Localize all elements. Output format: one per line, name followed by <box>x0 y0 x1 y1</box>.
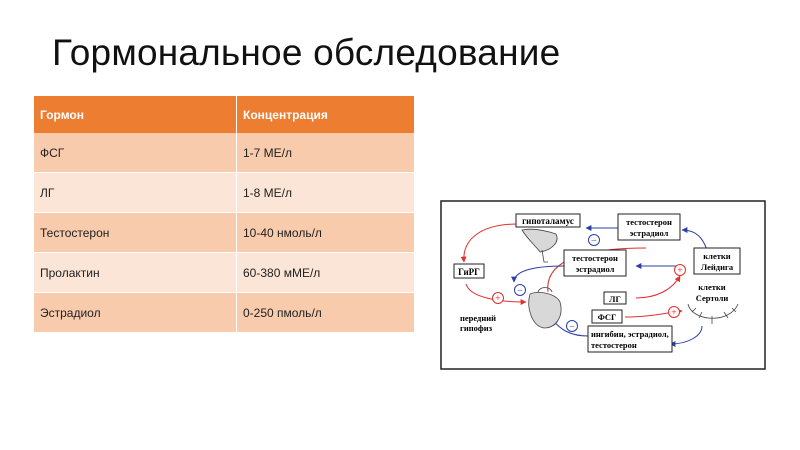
column-header-hormone: Гормон <box>34 96 237 133</box>
svg-text:+: + <box>677 266 683 277</box>
hormone-concentration: 60-380 мМЕ/л <box>236 252 414 293</box>
red-arrow-lh-to-leydig <box>635 275 681 299</box>
blue-arc-mid-to-pituitary <box>511 265 565 283</box>
minus-sign-mid: − <box>514 284 526 297</box>
leydig-line2: Лейдига <box>701 262 734 272</box>
hypothalamus-shape <box>521 228 558 253</box>
bottom-feedback-box <box>587 325 673 353</box>
hormone-concentration: 0-250 пмоль/л <box>236 292 414 332</box>
mid-feedback-box <box>563 249 627 277</box>
gnrh-box <box>453 263 485 279</box>
sertoli-cell-shape <box>687 303 739 319</box>
leydig-box <box>693 247 741 275</box>
sertoli-line1: клетки <box>698 282 726 292</box>
pituitary-top <box>537 287 553 293</box>
blue-arrow-sertoli-feedback <box>669 325 703 347</box>
hormone-table: Гормон Концентрация ФСГ 1-7 МЕ/л ЛГ 1-8 … <box>34 96 414 332</box>
bottom-box-line1: ингибин, эстрадиол, <box>591 329 669 339</box>
svg-text:+: + <box>671 308 677 319</box>
svg-text:−: − <box>569 322 575 333</box>
sertoli-line2: Сертоли <box>696 293 729 303</box>
plus-sign-gnrh: + <box>492 292 504 305</box>
hormone-concentration: 1-7 МЕ/л <box>236 133 414 173</box>
hormone-name: ФСГ <box>34 133 237 173</box>
lh-box <box>603 291 627 305</box>
top-box-line1: тестостерон <box>626 217 672 227</box>
table-header-row: Гормон Концентрация <box>34 96 414 133</box>
lh-label: ЛГ <box>609 294 621 304</box>
mid-box-line2: эстрадиол <box>576 264 615 274</box>
pituitary-stalk <box>541 249 548 263</box>
svg-text:−: − <box>591 236 597 247</box>
pituitary-label-line2: гипофиз <box>460 323 493 333</box>
table-row: ЛГ 1-8 МЕ/л <box>34 172 414 213</box>
plus-sign-sertoli: + <box>668 306 680 319</box>
table-row: ФСГ 1-7 МЕ/л <box>34 133 414 173</box>
slide-title: Гормональное обследование <box>52 32 561 73</box>
top-box-line2: эстрадиол <box>630 228 669 238</box>
minus-sign-bottom: − <box>566 320 578 333</box>
top-feedback-box <box>617 213 681 241</box>
table-row: Эстрадиол 0-250 пмоль/л <box>34 292 414 332</box>
pituitary-label-line1: передний <box>460 313 496 323</box>
hormone-regulation-diagram: гипоталамус ГиРГ передний гипофиз тестос… <box>440 200 766 370</box>
leydig-line1: клетки <box>703 251 731 261</box>
svg-text:−: − <box>517 286 523 297</box>
hormone-name: Эстрадиол <box>34 292 237 332</box>
hormone-name: Пролактин <box>34 252 237 293</box>
table-row: Тестостерон 10-40 нмоль/л <box>34 212 414 253</box>
gnrh-label: ГиРГ <box>458 267 480 277</box>
hypothalamus-label: гипоталамус <box>522 216 574 226</box>
column-header-concentration: Концентрация <box>236 96 414 133</box>
hormone-concentration: 1-8 МЕ/л <box>236 172 414 213</box>
hormone-name: ЛГ <box>34 172 237 213</box>
hormone-concentration: 10-40 нмоль/л <box>236 212 414 253</box>
diagram-svg: гипоталамус ГиРГ передний гипофиз тестос… <box>440 200 766 370</box>
hypothalamus-box <box>515 213 581 228</box>
mid-box-line1: тестостерон <box>572 253 618 263</box>
table-row: Пролактин 60-380 мМЕ/л <box>34 252 414 293</box>
pituitary-shape <box>528 292 562 329</box>
fsh-label: ФСГ <box>598 312 617 322</box>
plus-sign-leydig: + <box>674 264 686 277</box>
red-arrow-gnrh-to-pituitary <box>465 283 527 305</box>
svg-text:+: + <box>495 294 501 305</box>
minus-sign-top: − <box>588 234 600 247</box>
fsh-box <box>591 309 623 324</box>
hormone-name: Тестостерон <box>34 212 237 253</box>
bottom-box-line2: тестостерон <box>591 340 637 350</box>
sertoli-cell-spikes <box>691 307 737 324</box>
red-arc-hypothalamus-to-gnrh <box>460 223 519 263</box>
